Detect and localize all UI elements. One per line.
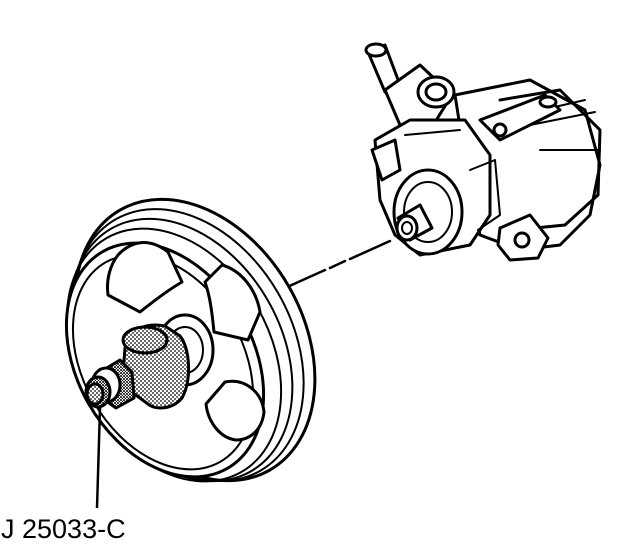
pulley-installer-tool: [84, 323, 191, 410]
alignment-centerline: [283, 239, 392, 290]
tool-callout: J 25033-C: [1, 407, 126, 544]
power-steering-pump: [364, 42, 602, 262]
callout-leader-line: [95, 407, 102, 509]
pump-pulley: [64, 197, 317, 483]
callout-label: J 25033-C: [1, 514, 126, 544]
